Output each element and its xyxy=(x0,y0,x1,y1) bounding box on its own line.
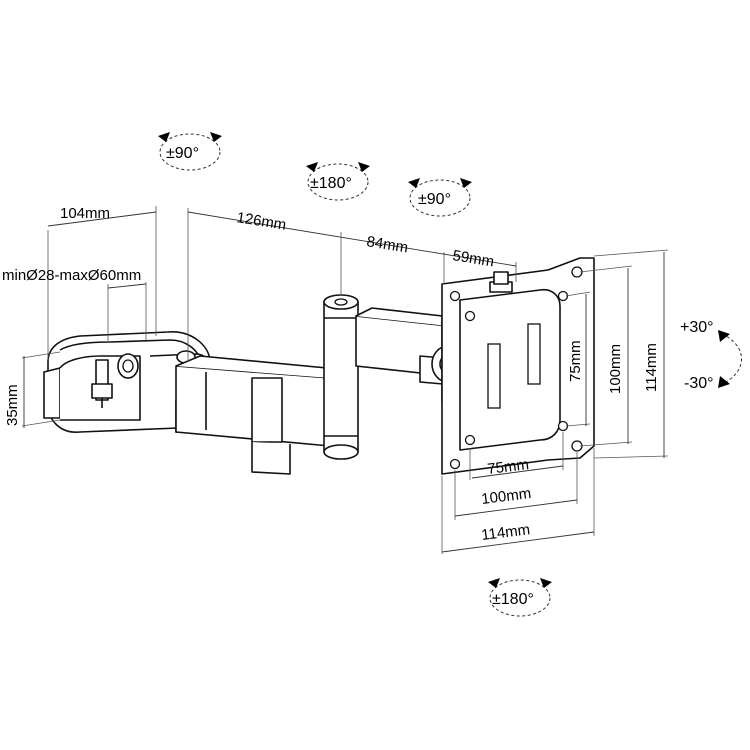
clamp-range-label: minØ28-maxØ60mm xyxy=(2,267,141,284)
tilt-up-label: +30° xyxy=(680,319,714,336)
mount-drawing xyxy=(43,257,595,475)
tilt-down-label: -30° xyxy=(684,375,714,392)
rotation-labels: ±90° ±180° ±90° +30° -30° ±180° xyxy=(166,145,714,608)
clamp-height-label: 35mm xyxy=(4,384,21,426)
plate-height-label: 114mm xyxy=(643,343,660,392)
arm2-length-label: 84mm xyxy=(365,233,409,256)
vesa-plate xyxy=(441,257,595,475)
head-length-label: 59mm xyxy=(451,247,495,270)
dimension-lines xyxy=(21,206,669,554)
vesa-v-100-label: 100mm xyxy=(607,344,624,394)
dimension-labels: 104mm minØ28-maxØ60mm 35mm 126mm 84mm 59… xyxy=(2,205,660,544)
arm-swivel-label: ±180° xyxy=(310,175,352,192)
plate-rotation-label: ±180° xyxy=(492,591,534,608)
plate-width-label: 114mm xyxy=(480,521,531,544)
elbow-joint xyxy=(323,294,359,460)
rotation-arcs xyxy=(158,132,742,617)
first-arm xyxy=(175,355,349,475)
clamp-depth-label: 104mm xyxy=(60,205,110,222)
vesa-h-100-label: 100mm xyxy=(480,485,532,508)
head-swivel-label: ±90° xyxy=(418,191,451,208)
clamp-swivel-label: ±90° xyxy=(166,145,199,162)
vesa-v-75-label: 75mm xyxy=(567,340,584,382)
vesa-h-75-label: 75mm xyxy=(486,456,529,478)
arm1-length-label: 126mm xyxy=(235,209,287,234)
